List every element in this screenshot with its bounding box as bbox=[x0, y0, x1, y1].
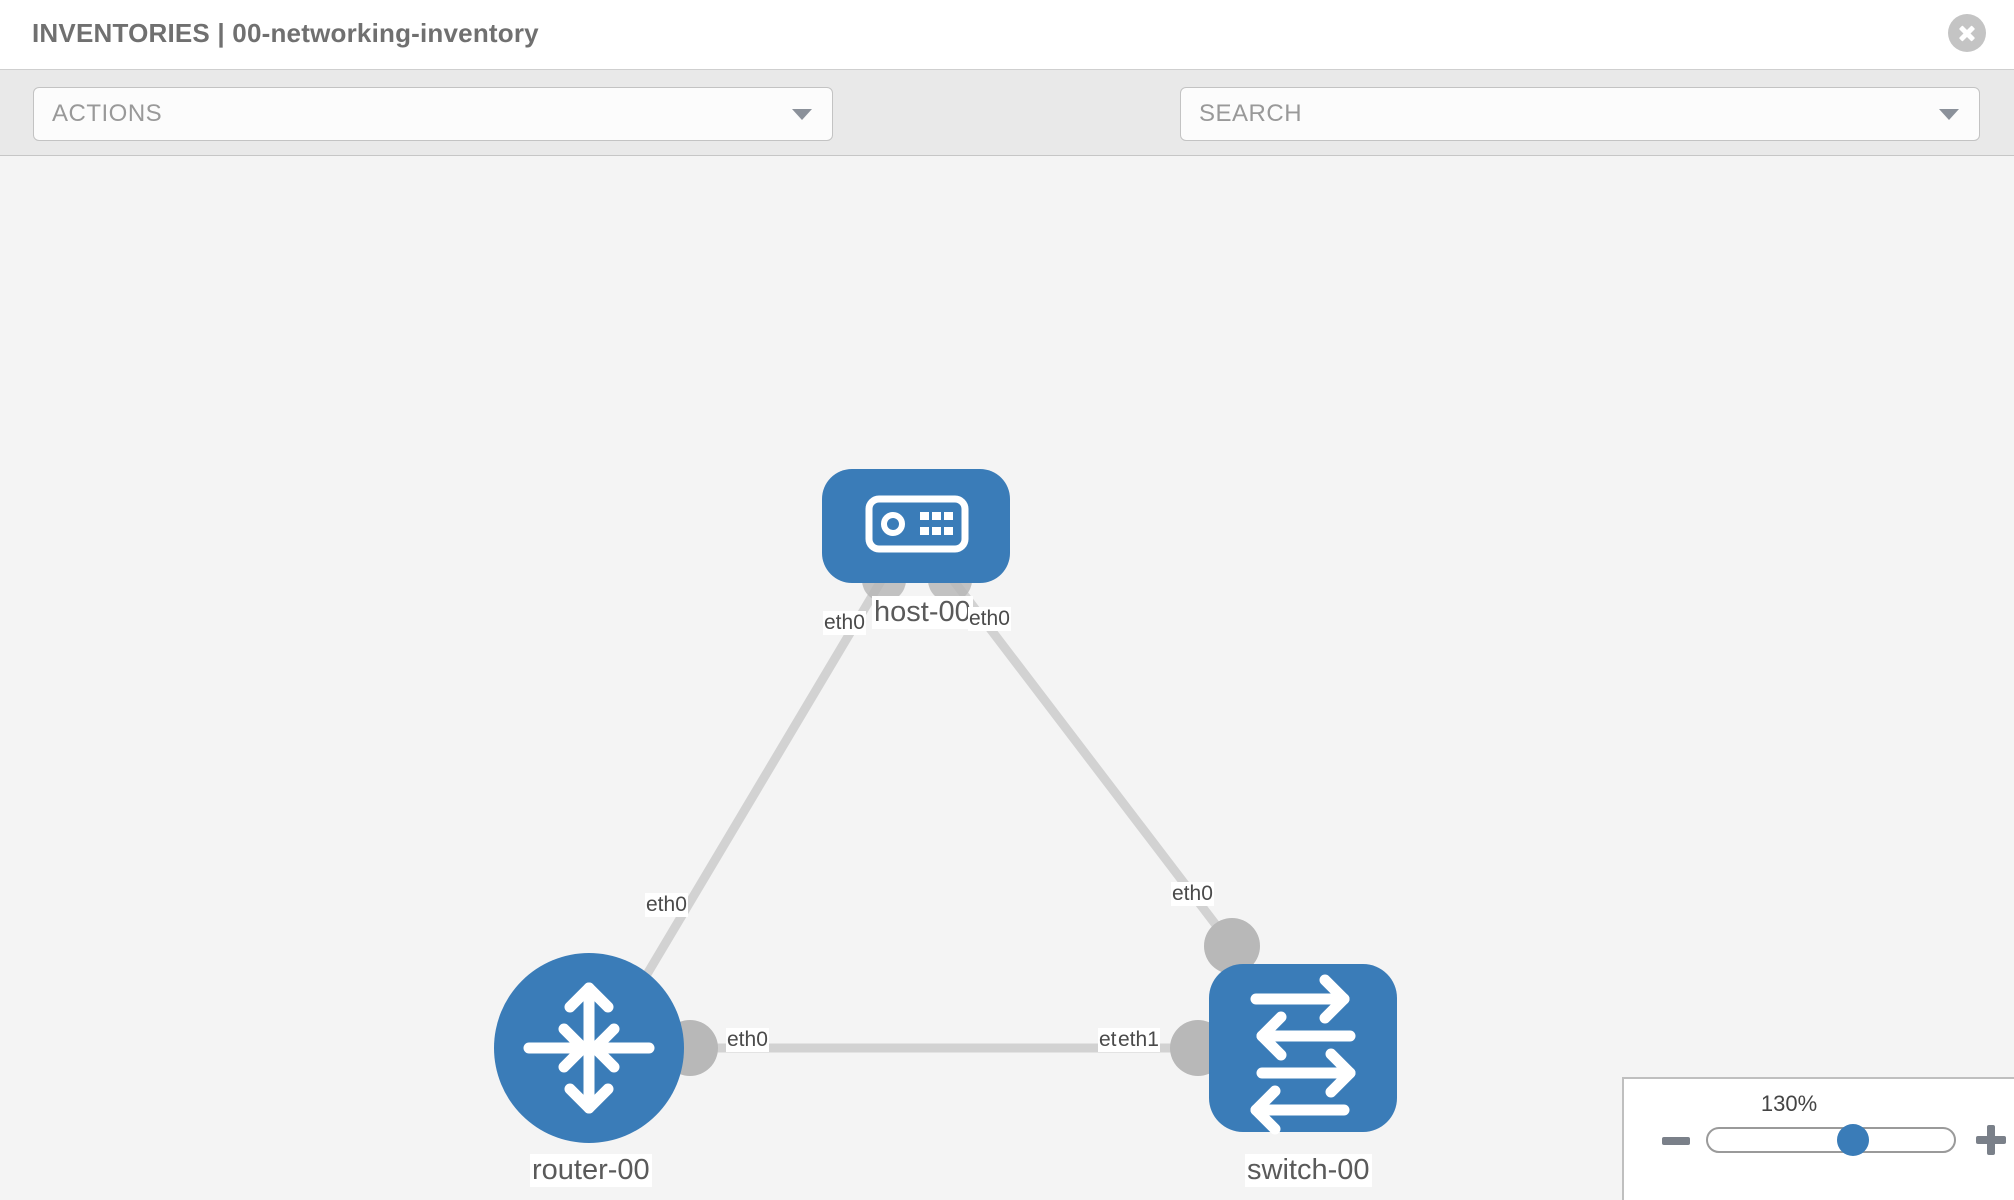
server-device-icon bbox=[865, 495, 969, 553]
close-icon[interactable] bbox=[1948, 14, 1986, 52]
zoom-slider-handle[interactable] bbox=[1836, 1124, 1869, 1156]
node-label-router-00: router-00 bbox=[530, 1154, 652, 1187]
zoom-level-value: 130% bbox=[1760, 1091, 1818, 1116]
page-header: INVENTORIES | 00-networking-inventory bbox=[0, 0, 2014, 70]
actions-dropdown-label: ACTIONS bbox=[52, 100, 163, 127]
edge-host00-router00 bbox=[635, 571, 889, 991]
iface-label-host00-to-switch00: eth0 bbox=[968, 607, 1011, 631]
zoom-slider-track[interactable] bbox=[1706, 1127, 1956, 1153]
node-label-switch-00: switch-00 bbox=[1245, 1154, 1372, 1187]
chevron-down-icon bbox=[1939, 109, 1959, 120]
actions-dropdown[interactable]: ACTIONS bbox=[33, 87, 833, 141]
iface-label-host00-to-router00: eth0 bbox=[823, 611, 866, 635]
port-switch00-topleft bbox=[1204, 918, 1260, 974]
topology-graph bbox=[494, 469, 1397, 1143]
page-title: INVENTORIES | 00-networking-inventory bbox=[32, 18, 539, 48]
search-input[interactable]: SEARCH bbox=[1180, 87, 1980, 141]
iface-label-router00-to-host00: eth0 bbox=[645, 893, 688, 917]
node-label-host-00: host-00 bbox=[872, 596, 973, 629]
zoom-in-button[interactable] bbox=[1976, 1125, 2006, 1155]
node-switch-00 bbox=[1209, 964, 1397, 1135]
zoom-out-button[interactable] bbox=[1662, 1137, 1690, 1145]
iface-label-router00-to-switch00: eth0 bbox=[726, 1028, 769, 1052]
router-arrows-icon bbox=[523, 982, 655, 1114]
iface-label-switch00-to-host00: eth0 bbox=[1171, 882, 1214, 906]
chevron-down-icon bbox=[792, 109, 812, 120]
topology-edges bbox=[635, 571, 1237, 1053]
node-router-00 bbox=[494, 953, 684, 1143]
search-placeholder: SEARCH bbox=[1199, 100, 1303, 127]
iface-label-switch00-to-router00: eth1 bbox=[1117, 1028, 1160, 1052]
topology-canvas[interactable]: host-00 router-00 switch-00 eth0 eth0 et… bbox=[0, 156, 2014, 1200]
node-host-00 bbox=[822, 469, 1010, 583]
topology-ports bbox=[662, 558, 1260, 1076]
switch-arrows-icon bbox=[1250, 974, 1356, 1135]
zoom-control-panel: 130% bbox=[1622, 1077, 2014, 1200]
toolbar: ACTIONS SEARCH bbox=[0, 70, 2014, 200]
